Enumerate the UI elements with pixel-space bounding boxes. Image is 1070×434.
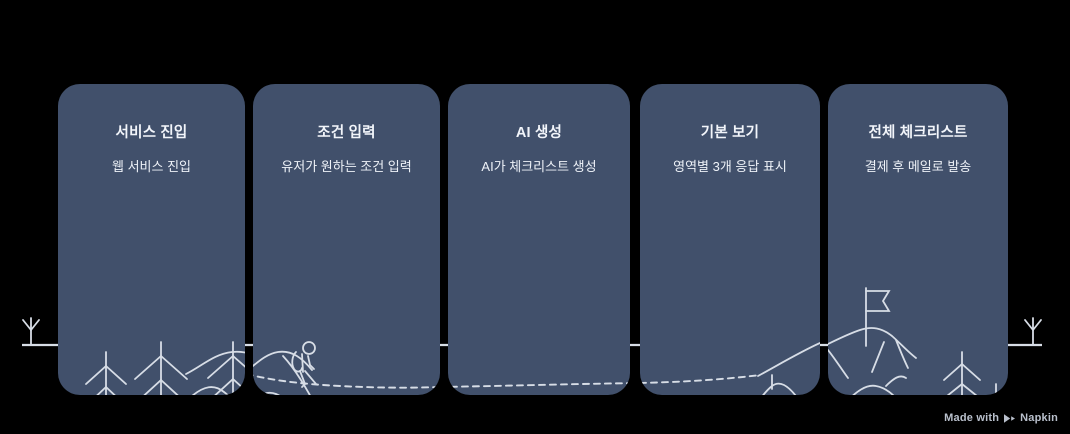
panel-1-artwork xyxy=(58,84,245,395)
step-panel-1[interactable]: 서비스 진입 웹 서비스 진입 xyxy=(58,84,245,395)
step-panel-2[interactable]: 조건 입력 유저가 원하는 조건 입력 xyxy=(253,84,440,395)
panel-2-artwork xyxy=(253,84,440,395)
step-panel-1-title: 서비스 진입 xyxy=(115,125,188,141)
watermark-brand-label: Napkin xyxy=(1020,412,1058,424)
panel-5-artwork xyxy=(828,84,1008,395)
step-panel-4-subtitle: 영역별 3개 응답 표시 xyxy=(673,159,787,174)
step-panel-4-title: 기본 보기 xyxy=(700,125,760,141)
panel-3-artwork xyxy=(448,84,630,395)
step-panel-3-subtitle: AI가 체크리스트 생성 xyxy=(481,159,597,174)
step-panel-5-subtitle: 결제 후 메일로 발송 xyxy=(864,159,972,174)
step-panel-2-title: 조건 입력 xyxy=(317,125,376,141)
watermark-made-with-label: Made with xyxy=(944,412,1000,424)
step-panel-3-title: AI 생성 xyxy=(515,125,563,141)
napkin-arrow-logo xyxy=(1004,413,1016,423)
step-panel-2-subtitle: 유저가 원하는 조건 입력 xyxy=(281,159,412,174)
step-panel-5-title: 전체 체크리스트 xyxy=(868,125,968,141)
step-panel-4[interactable]: 기본 보기 영역별 3개 응답 표시 xyxy=(640,84,820,395)
step-panel-1-subtitle: 웹 서비스 진입 xyxy=(112,159,191,174)
napkin-watermark: Made with Napkin xyxy=(944,412,1058,424)
step-panel-3[interactable]: AI 생성 AI가 체크리스트 생성 xyxy=(448,84,630,395)
step-panel-5[interactable]: 전체 체크리스트 결제 후 메일로 발송 xyxy=(828,84,1008,395)
